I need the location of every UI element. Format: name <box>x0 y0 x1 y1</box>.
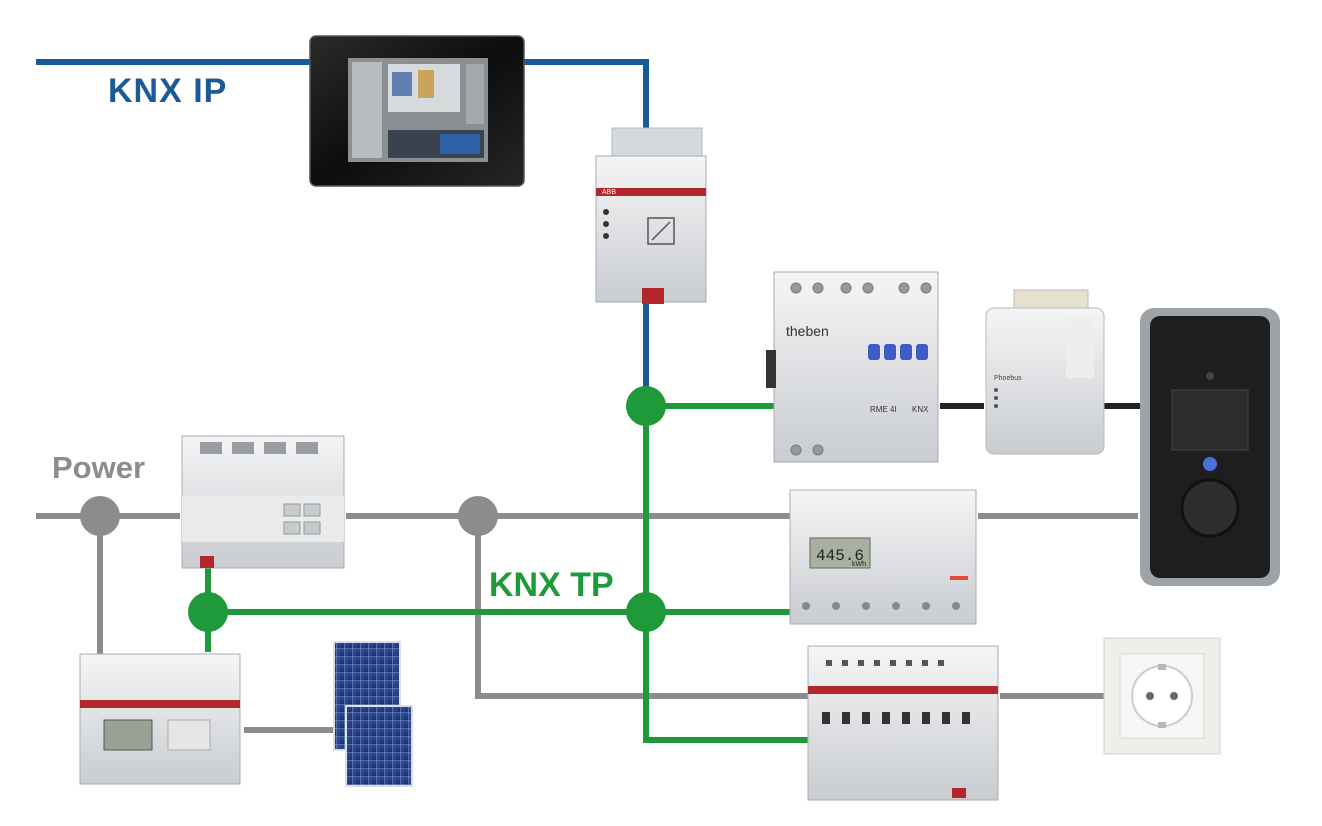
knx-ip-label: KNX IP <box>108 72 228 110</box>
energy-meter-device: 445.6 kWh <box>789 489 977 625</box>
ip-router-device: ABB <box>595 127 707 304</box>
knx-tp-label: KNX TP <box>489 566 614 604</box>
phoebus-label: Phoebus <box>994 375 1022 382</box>
abb-logo: ABB <box>602 189 616 196</box>
ev-charger-device <box>1140 308 1280 586</box>
theben-brand: theben <box>786 323 829 339</box>
power-junction-node <box>80 496 120 536</box>
phoebus-module-device: Phoebus <box>985 289 1105 455</box>
wall-socket-device <box>1103 637 1221 755</box>
knx-tp-junction-node <box>626 386 666 426</box>
switch-actuator-device <box>181 435 345 569</box>
solar-panels-device <box>333 641 413 787</box>
knx-tp-junction-node <box>188 592 228 632</box>
meter-reading: 445.6 <box>816 547 864 565</box>
meter-unit: kWh <box>852 561 866 568</box>
knx-logo: KNX <box>912 405 929 414</box>
power-line <box>36 513 1138 733</box>
supply-meter-device <box>79 653 241 785</box>
knx-tp-junction-node <box>626 592 666 632</box>
power-junction-node <box>458 496 498 536</box>
switching-actuator-device <box>807 645 999 801</box>
rme-model: RME 4I <box>870 405 897 414</box>
power-label: Power <box>52 450 146 485</box>
knx-ip-line <box>36 59 649 392</box>
touch-panel-device <box>309 35 525 187</box>
theben-rme-device: theben RME 4I KNX <box>766 271 939 463</box>
